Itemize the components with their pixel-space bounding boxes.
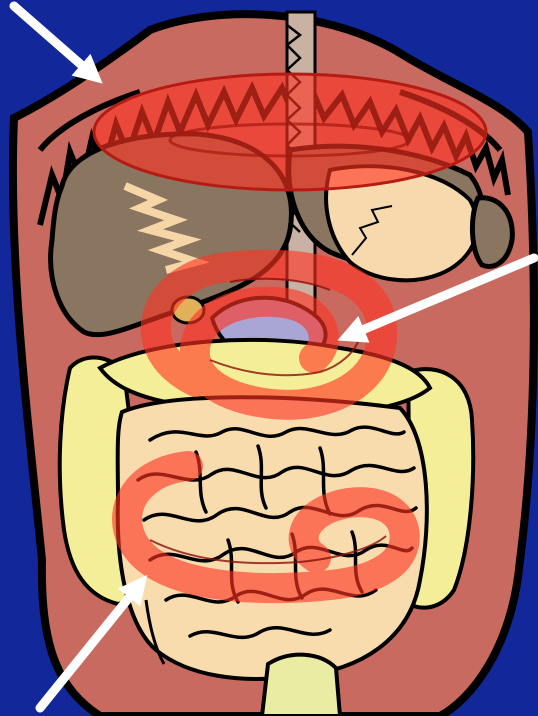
upper-abdomen-highlight (94, 74, 486, 190)
colon-hepatic-flexure (472, 198, 512, 267)
rectum (262, 655, 340, 716)
small-intestine (118, 397, 427, 679)
